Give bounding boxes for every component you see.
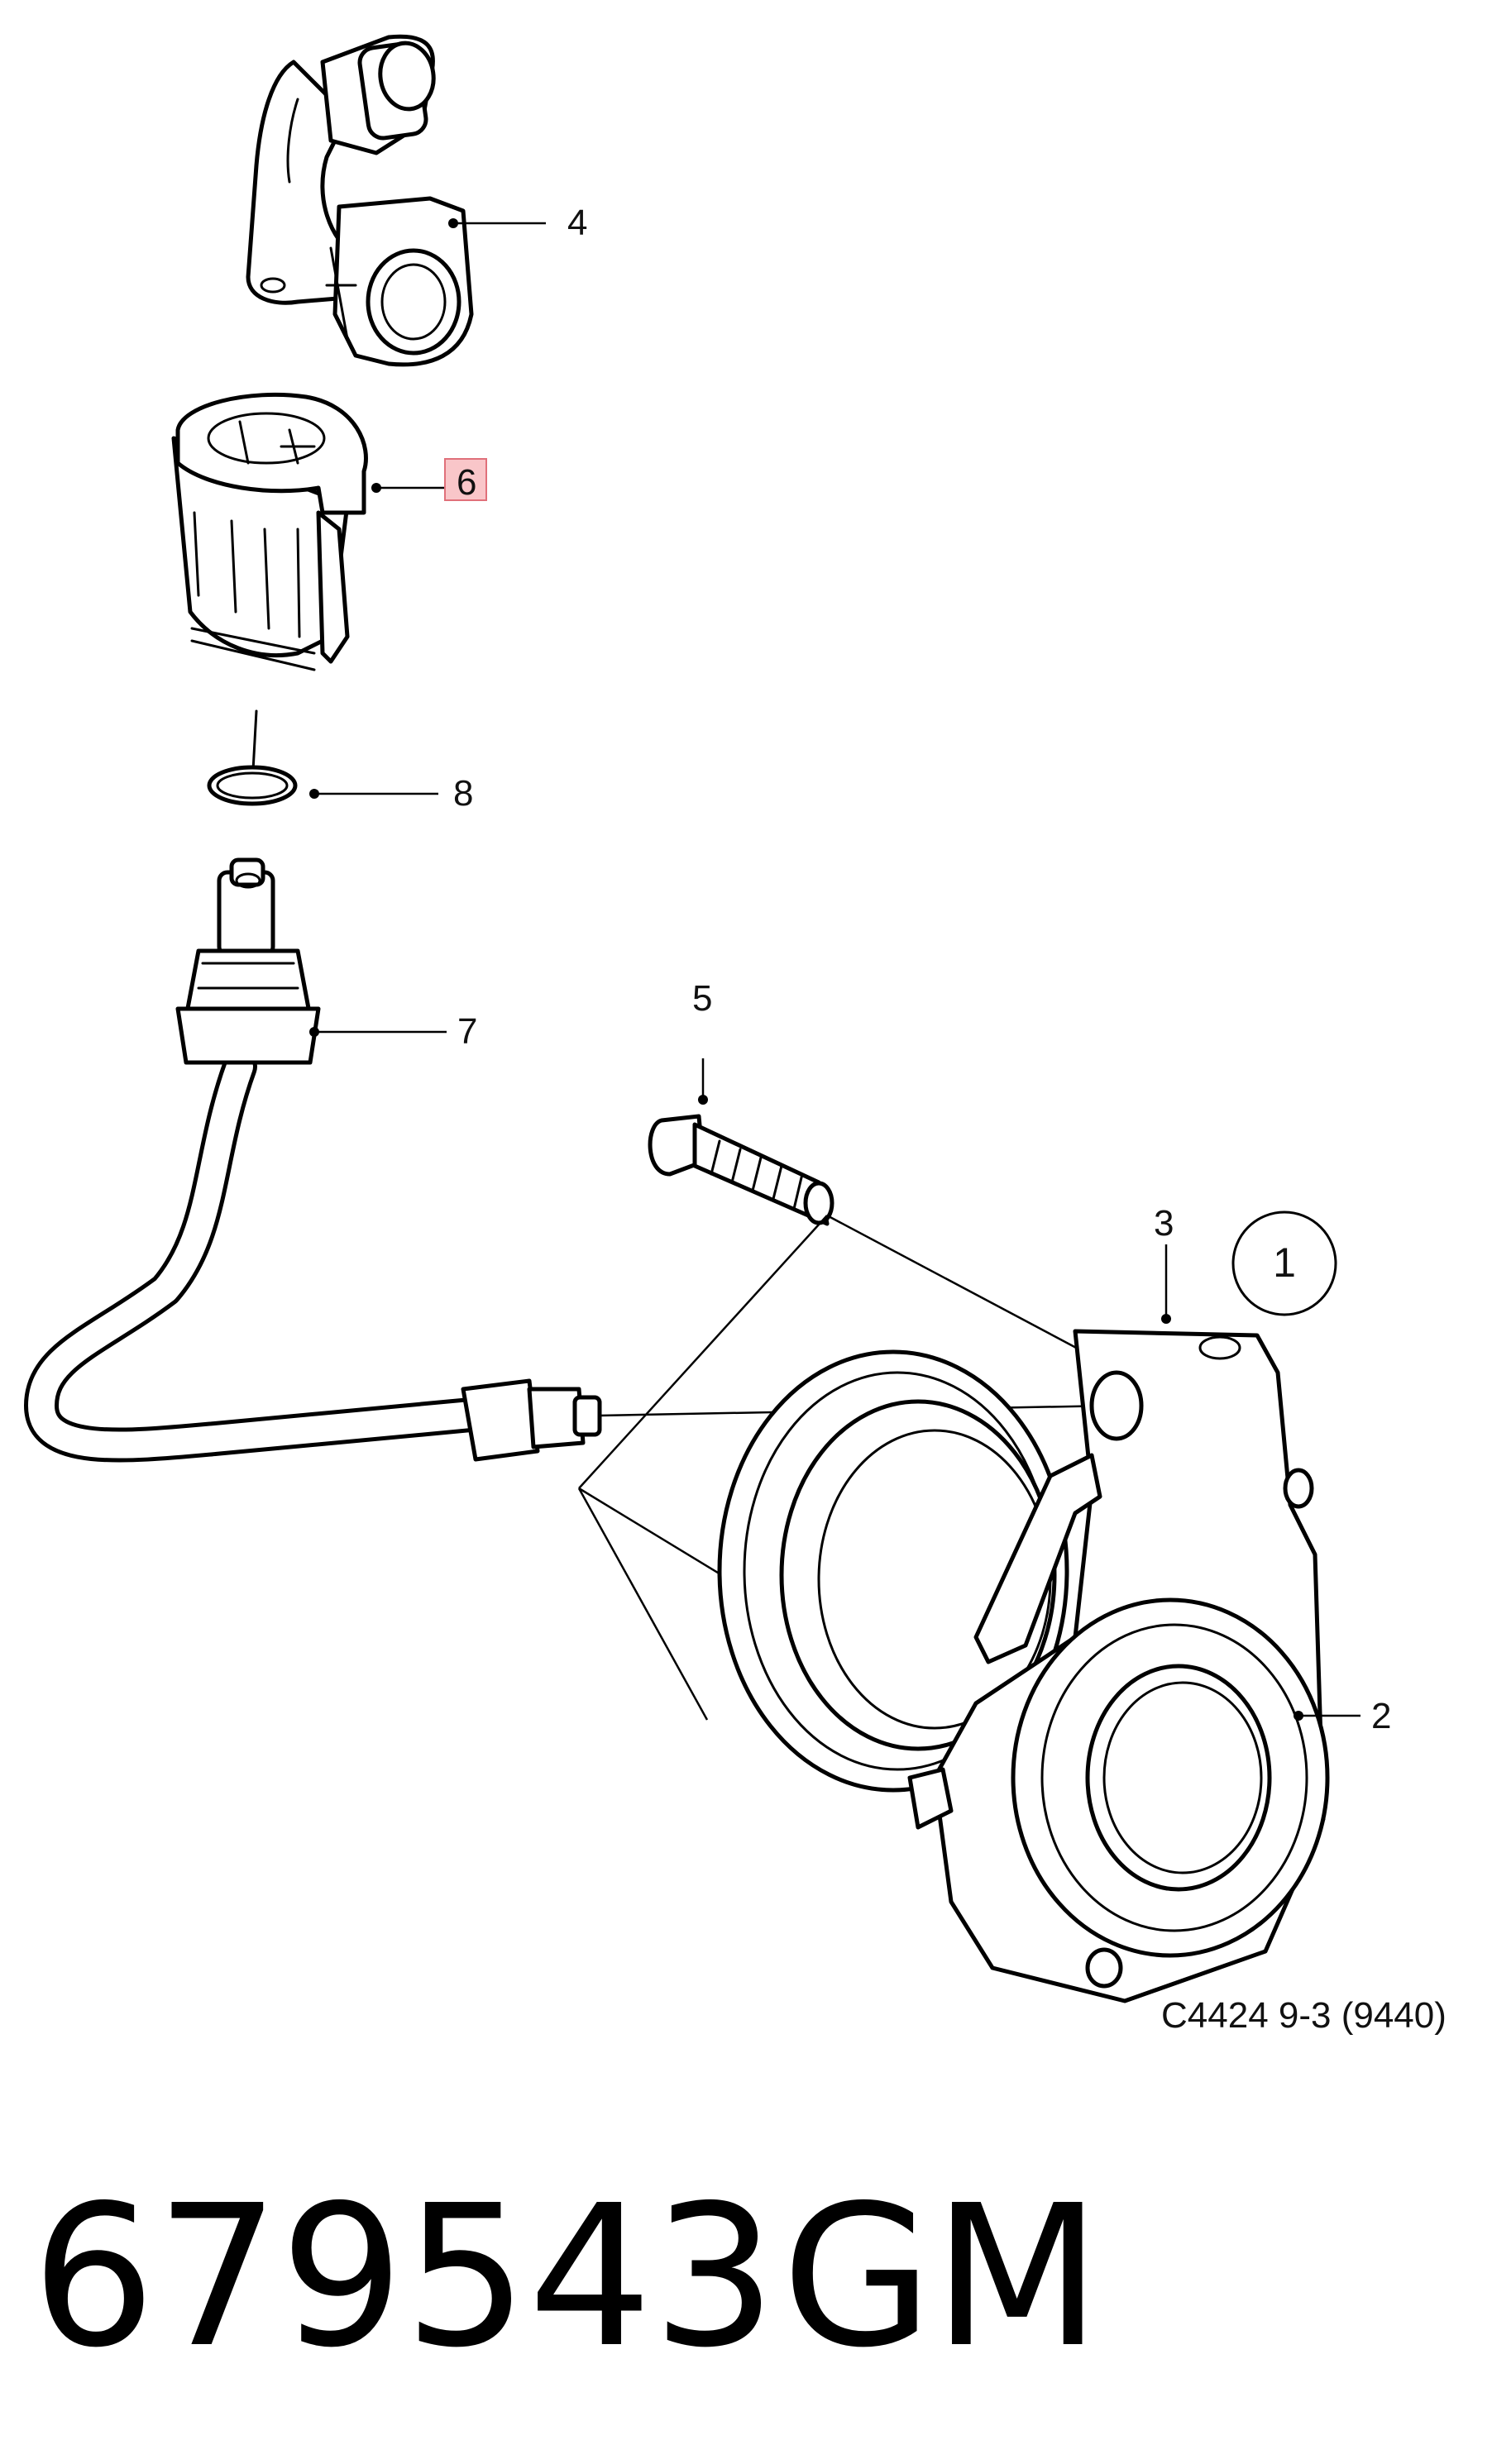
callout-5: 5 <box>692 978 712 1019</box>
part-number: 679543 <box>31 2163 777 2390</box>
retaining-sleeve-part-6 <box>171 392 368 671</box>
snap-ring-part-8 <box>207 709 298 806</box>
bolt-part-5 <box>648 1114 834 1226</box>
hydraulic-pipe-part-7 <box>24 857 602 1463</box>
callout-2: 2 <box>1371 1696 1391 1736</box>
assembly-circle-label: 1 <box>1273 1239 1296 1286</box>
brand-label: GM <box>782 2163 1102 2390</box>
callout-7: 7 <box>457 1011 477 1052</box>
assembly-circle-marker <box>1231 1211 1337 1316</box>
diagram-caption: C4424 9-3 (9440) <box>1161 1995 1447 2036</box>
callout-6-highlight <box>444 458 487 501</box>
release-bearing-part-2 <box>717 1329 1330 2003</box>
elbow-connector-part-4 <box>246 34 474 367</box>
callout-4: 4 <box>567 203 587 243</box>
callout-8: 8 <box>453 773 473 814</box>
callout-3: 3 <box>1154 1203 1174 1244</box>
callout-6: 6 <box>457 462 476 503</box>
